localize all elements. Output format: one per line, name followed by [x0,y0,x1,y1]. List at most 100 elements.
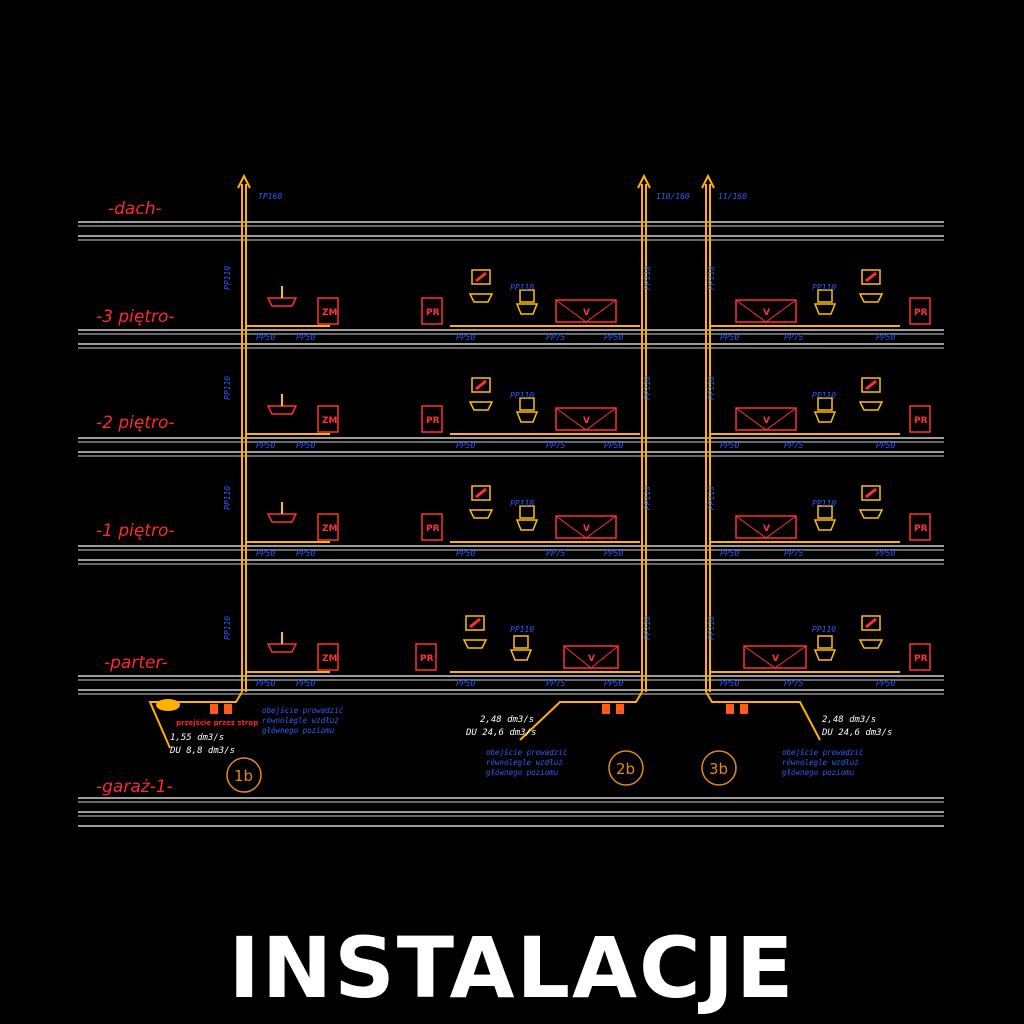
mirror-icon [865,487,877,499]
fixture-label: ZM [322,416,338,426]
branch-pipe-label: PP50 [876,333,895,342]
risers: PP110PP110PP110PP110PP110PP110PP110PP110… [148,173,821,749]
toilet-icon [515,519,539,531]
level-label-garaz: -garaż-1- [96,777,173,797]
level-label-2-pietro: -2 piętro- [96,413,175,433]
mirror-icon [861,269,881,285]
trap-icon [602,704,610,714]
riser-2b-tag-circle [608,750,644,786]
mirror-icon [471,377,491,393]
toilet-icon [813,303,837,315]
bathtub-icon [555,299,617,323]
branch-pipe-label: PP50 [876,549,895,558]
sink-icon [266,297,298,307]
washer-icon [909,513,931,541]
branch-pipe-label: PP50 [296,333,315,342]
branch-pipe-label: PP50 [296,679,315,688]
branch-pipe-label: PP50 [456,679,475,688]
fixture-label: V [763,524,770,534]
toilet-icon [519,397,535,411]
toilet-icon [513,635,529,649]
washbasin-icon [858,293,884,303]
toilet-icon [519,505,535,519]
bathtub-icon [735,299,797,323]
riser-3b-note-1: obejście prowadzić [782,748,864,757]
fixture-label: ZM [322,524,338,534]
branch-pipe-label: PP110 [510,283,534,292]
fixture-label: V [583,308,590,318]
bathtub-icon [735,515,797,539]
bathtub-icon [735,407,797,431]
branch-pipe-label: PP50 [256,679,275,688]
fixture-label: PR [426,308,440,318]
branch-pipe-label: PP50 [296,441,315,450]
riser-2b-note-3: głównego poziomu [486,768,559,777]
trap-icon [224,704,232,714]
cleanout-icon [156,699,180,711]
branch-pipe-label: PP50 [720,549,739,558]
mirror-icon [475,271,487,283]
riser-2b-flow: 2,48 dm3/s [480,715,534,725]
riser-3b-flow: 2,48 dm3/s [822,715,876,725]
washer-icon [421,297,443,325]
warning-label: przejście przez strop [176,719,258,727]
fixture-label: PR [420,654,434,664]
mirror-icon [471,485,491,501]
trap-icon [740,704,748,714]
washer-icon [421,405,443,433]
riser-2b-tag: 2b [616,760,635,778]
toilet-icon [813,519,837,531]
riser-3b-du: DU 24,6 dm3/s [821,728,892,738]
toilet-icon [515,411,539,423]
riser-pipe-label: PP110 [643,376,652,400]
washbasin-icon [468,509,494,519]
washer-icon [415,643,437,671]
branch-pipe-label: PP110 [812,625,836,634]
mirror-icon [861,615,881,631]
toilet-icon [519,289,535,303]
fixture-label: PR [914,524,928,534]
riser-3b-note-3: głównego poziomu [782,768,855,777]
branch-pipe-label: PP50 [876,441,895,450]
fixture-label: PR [914,654,928,664]
branch-pipe-label: PP50 [604,441,623,450]
branch-pipe-label: PP75 [546,441,565,450]
mirror-icon [861,377,881,393]
fixture-label: ZM [322,308,338,318]
riser-pipe-label: PP110 [223,376,232,400]
washer-icon [909,297,931,325]
vent-arrow-icon [237,173,251,189]
mirror-icon [865,271,877,283]
fixture-label: V [772,654,779,664]
riser-3b-tag-circle [701,750,737,786]
riser-pipe-label: PP110 [707,376,716,400]
branch-pipe-label: PP110 [510,391,534,400]
branch-pipe-label: PP110 [510,499,534,508]
offset-pipe-2b [519,691,643,741]
mirror-icon [865,379,877,391]
sink-icon [266,643,298,653]
riser-2b-note-1: obejście prowadzić [486,748,568,757]
riser-pipe-label: PP110 [643,266,652,290]
riser-pipe-label: PP110 [223,486,232,510]
trap-icon [726,704,734,714]
riser-3b-note-2: równolegle wzdłuż [782,758,859,767]
mirror-icon [471,269,491,285]
bathtub-icon [555,515,617,539]
branch-pipe-label: PP50 [256,549,275,558]
mirror-icon [469,617,481,629]
bathtub-icon [743,645,807,669]
branch-pipe-label: PP50 [720,679,739,688]
riser-pipe-label: PP110 [643,486,652,510]
riser-3b-vent-label: 11/160 [718,192,747,201]
fixture-label: V [763,416,770,426]
branch-pipe-label: PP110 [812,499,836,508]
bathtub-icon [555,407,617,431]
branch-pipe-label: PP50 [456,333,475,342]
sink-icon [266,513,298,523]
mirror-icon [861,485,881,501]
riser-1b-note-3: głównego poziomu [262,726,335,735]
branch-pipe-label: PP75 [784,549,803,558]
riser-pipe-label: PP110 [707,486,716,510]
